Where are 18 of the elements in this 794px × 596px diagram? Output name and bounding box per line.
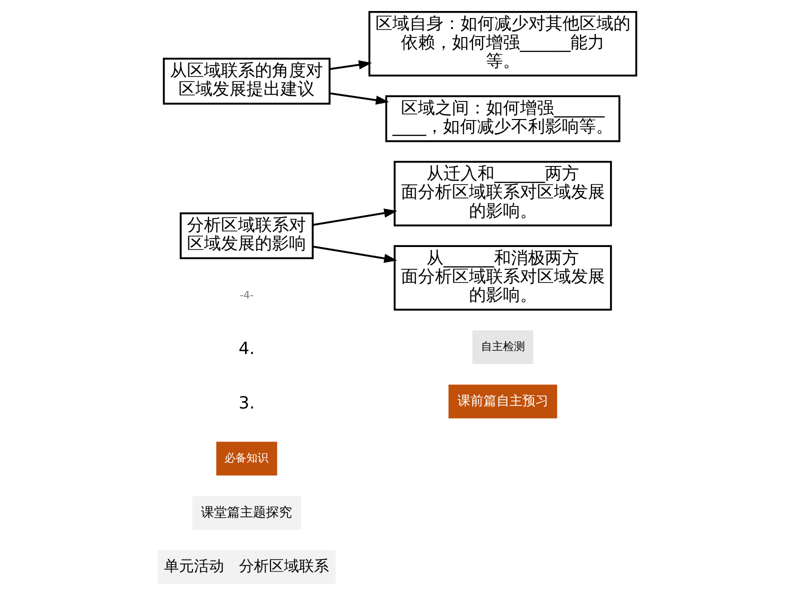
node-box: 分析区域联系对区域发展的影响 (180, 212, 314, 260)
node-box: 从迁入和______两方面分析区域联系对区域发展的影响。 (394, 160, 612, 226)
arrow (312, 246, 398, 263)
arrow (330, 92, 390, 105)
label: 自主检测 (480, 340, 525, 354)
label: 必备知识 (224, 452, 269, 464)
label: 4. (238, 338, 255, 358)
label: 课前篇自主预习 (457, 394, 548, 409)
node-box: 区域之间：如何增强__________，如何减少不利影响等。 (385, 95, 620, 142)
label: -4- (240, 289, 254, 302)
node-box: 从______和消极两方面分析区域联系对区域发展的影响。 (394, 245, 612, 311)
arrow (312, 208, 398, 226)
arrow (330, 60, 372, 70)
node-box: 从区域联系的角度对区域发展提出建议 (162, 58, 331, 105)
label: 课堂篇主题探究 (201, 505, 292, 520)
label: 单元活动 分析区域联系 (164, 556, 330, 575)
node-box: 区域自身：如何减少对其他区域的依赖，如何增强______能力等。 (368, 10, 638, 77)
label: 3. (238, 392, 255, 412)
